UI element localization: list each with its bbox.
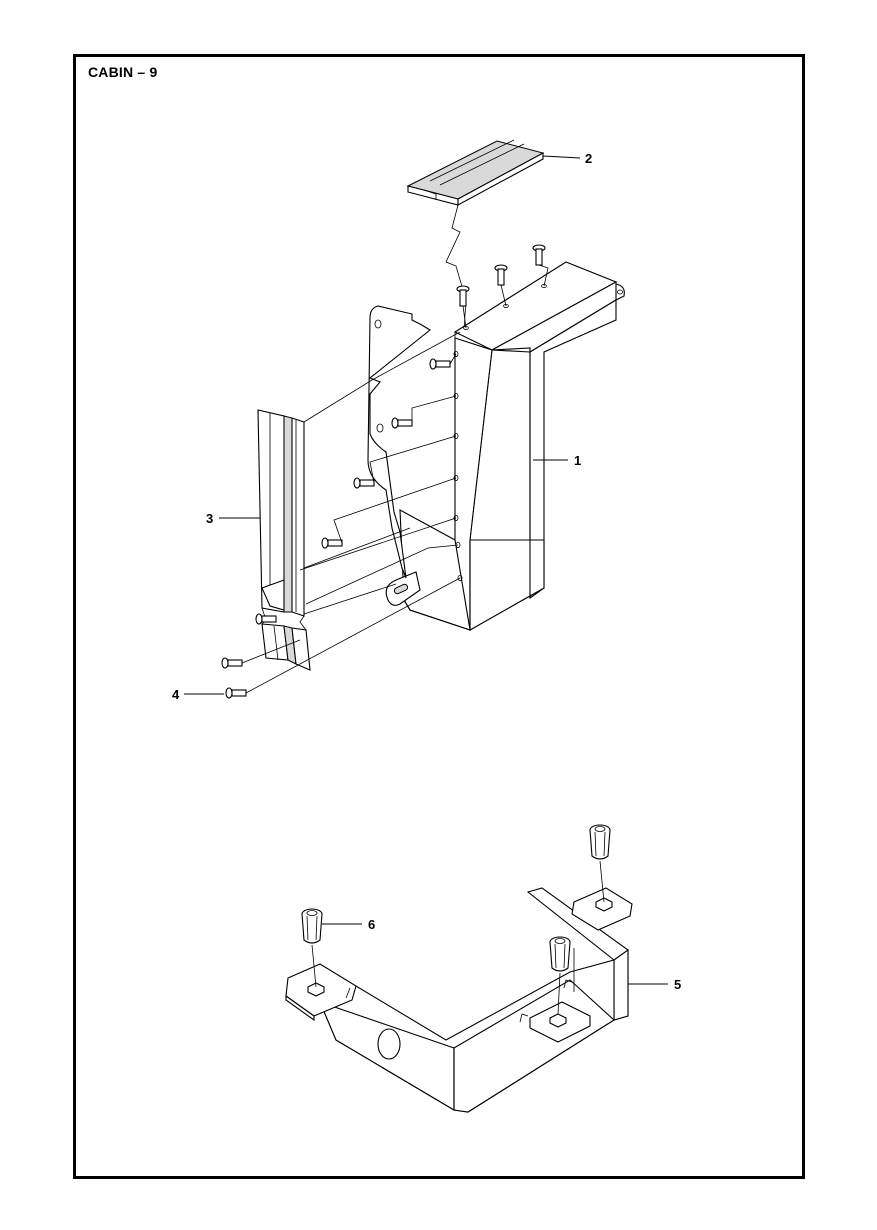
break-line-2	[445, 204, 467, 331]
callout-4: 4	[172, 687, 180, 702]
screws-side	[299, 353, 459, 605]
screw-side-2	[391, 395, 457, 429]
screw-4-c	[225, 577, 461, 699]
assembly-lines	[303, 331, 461, 615]
bracket-holes	[453, 283, 547, 582]
screw-side-1	[429, 353, 457, 370]
screws-top	[456, 244, 549, 329]
rivet-nut-3	[549, 936, 575, 1015]
rivet-nut-2	[589, 824, 611, 903]
part-2-channel-strip	[406, 139, 545, 206]
leader-2	[542, 155, 581, 159]
callout-5: 5	[674, 977, 681, 992]
screw-4-a	[255, 613, 277, 625]
part-5-u-bracket	[285, 887, 633, 1113]
screw-top-2	[494, 264, 508, 307]
screw-top-3	[532, 244, 549, 287]
callout-1: 1	[574, 453, 581, 468]
callouts: 2 1 3 4 5 6	[172, 151, 681, 992]
screw-4-b	[221, 639, 301, 669]
page-frame	[73, 54, 805, 1179]
part-3-vertical-profile	[257, 409, 311, 671]
screws-part-4	[221, 577, 461, 699]
part-6-rivet-nuts	[301, 824, 611, 1015]
side-plate	[367, 305, 431, 579]
screw-side-3	[353, 435, 457, 489]
page-title: CABIN – 9	[88, 64, 158, 80]
screw-side-4	[321, 477, 457, 549]
callout-2: 2	[585, 151, 592, 166]
part-1-main-bracket	[385, 261, 625, 632]
screw-top-1	[456, 285, 470, 329]
rivet-nut-1	[301, 908, 323, 988]
callout-3: 3	[206, 511, 213, 526]
callout-6: 6	[368, 917, 375, 932]
